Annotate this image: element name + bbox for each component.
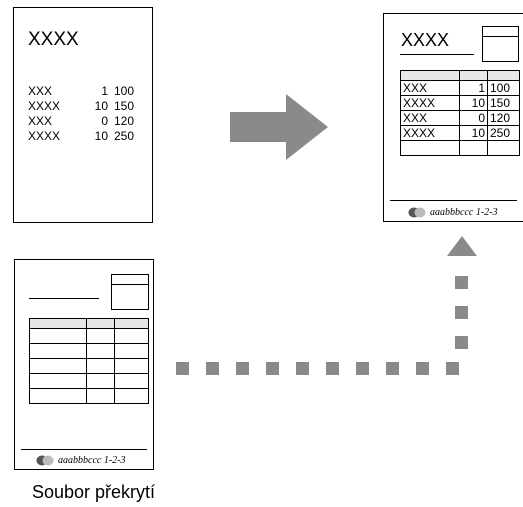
table-row <box>29 358 149 374</box>
result-cell-value: 120 <box>487 110 520 126</box>
result-footer-line <box>390 200 517 201</box>
result-cell-qty: 0 <box>459 110 488 126</box>
result-cell-value: 100 <box>487 80 520 96</box>
result-cell-name: XXX <box>400 110 460 126</box>
result-title-underline <box>400 54 474 55</box>
table-row <box>29 343 149 359</box>
connector-dot <box>266 362 279 375</box>
connector-dot <box>176 362 189 375</box>
result-cell-qty: 1 <box>459 80 488 96</box>
result-cell-name: XXX <box>400 80 460 96</box>
source-row-3-qty: 0 <box>101 114 108 128</box>
overlay-caption: Soubor překrytí <box>32 482 156 502</box>
connector-dot <box>416 362 429 375</box>
table-row: XXX 1 100 <box>400 80 520 96</box>
result-document: XXXX XXX 1 100 XXXX 10 150 XXX 0 120 XXX… <box>383 13 523 222</box>
right-arrow-icon <box>230 94 328 160</box>
table-row: XXXX 10 250 <box>400 125 520 141</box>
result-table: XXX 1 100 XXXX 10 150 XXX 0 120 XXXX 10 … <box>400 70 520 156</box>
result-stamp-box <box>482 26 519 62</box>
result-cell-qty: 10 <box>459 95 488 111</box>
overlay-table <box>29 318 149 404</box>
table-row <box>29 388 149 404</box>
source-row-2-value: 150 <box>114 99 135 113</box>
result-footer: aaabbbccc 1-2-3 <box>408 207 497 218</box>
connector-dot <box>386 362 399 375</box>
overlapping-circles-icon <box>408 207 426 218</box>
connector-dot <box>236 362 249 375</box>
connector-dot <box>446 362 459 375</box>
source-row-3-value: 120 <box>114 114 135 128</box>
up-arrow-icon <box>447 236 477 256</box>
source-row-4-value: 250 <box>114 129 135 143</box>
connector-dot <box>455 306 468 319</box>
connector-dot <box>356 362 369 375</box>
connector-dot <box>296 362 309 375</box>
source-row-1-qty: 1 <box>101 84 108 98</box>
connector-dot <box>455 336 468 349</box>
table-row: XXXX 10 150 <box>400 95 520 111</box>
result-cell-name: XXXX <box>400 125 460 141</box>
source-row-4-name: XXXX <box>28 129 61 143</box>
table-row <box>29 373 149 389</box>
source-row-2-name: XXXX <box>28 99 61 113</box>
source-document: XXXX XXX 1 100 XXXX 10 150 XXX 0 120 XXX… <box>13 7 153 223</box>
source-row-1-value: 100 <box>114 84 135 98</box>
result-cell-qty: 10 <box>459 125 488 141</box>
source-row-3-name: XXX <box>28 114 53 128</box>
source-title: XXXX <box>28 29 79 50</box>
table-row <box>29 328 149 344</box>
connector-dot <box>206 362 219 375</box>
table-row: XXX 0 120 <box>400 110 520 126</box>
overlay-document: aaabbbccc 1-2-3 <box>14 259 154 470</box>
result-cell-value: 150 <box>487 95 520 111</box>
overlapping-circles-icon <box>36 455 54 466</box>
source-row-1-name: XXX <box>28 84 53 98</box>
connector-dot <box>326 362 339 375</box>
result-cell-name: XXXX <box>400 95 460 111</box>
result-cell-value: 250 <box>487 125 520 141</box>
overlay-footer-line <box>21 449 147 450</box>
table-row <box>400 140 520 156</box>
overlay-title-line <box>29 298 99 299</box>
source-row-2-qty: 10 <box>94 99 108 113</box>
result-title: XXXX <box>401 30 450 50</box>
source-row-4-qty: 10 <box>94 129 108 143</box>
overlay-footer: aaabbbccc 1-2-3 <box>36 455 125 466</box>
overlay-stamp-box <box>111 274 149 310</box>
result-footer-text: aaabbbccc 1-2-3 <box>430 207 498 218</box>
connector-dot <box>455 276 468 289</box>
overlay-footer-text: aaabbbccc 1-2-3 <box>58 455 126 466</box>
